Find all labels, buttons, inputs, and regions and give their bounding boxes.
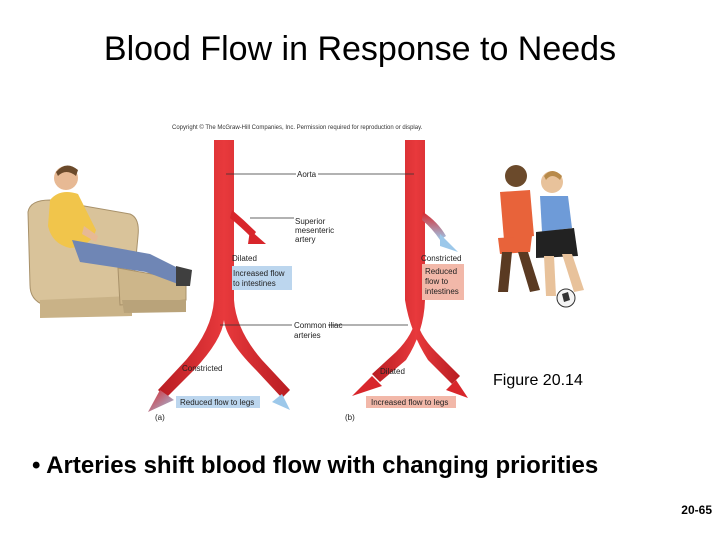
sma-label-line2: mesenteric	[295, 226, 334, 235]
sma-label-line3: artery	[295, 235, 315, 244]
constricted-label-b: Constricted	[421, 254, 461, 263]
reduced-flow-intestines-line2: flow to	[425, 277, 449, 286]
page-number: 20-65	[681, 503, 712, 517]
iliac-label-line2: arteries	[294, 331, 321, 340]
figure-reference: Figure 20.14	[493, 372, 583, 389]
reduced-flow-intestines-line3: intestines	[425, 287, 459, 296]
artery-diagram-b	[352, 140, 468, 398]
reduced-flow-legs-box	[176, 396, 260, 408]
aorta-label: Aorta	[297, 170, 317, 179]
leader-lines	[220, 173, 414, 326]
dilated-label-b: Dilated	[380, 367, 405, 376]
bullet-point: • Arteries shift blood flow with changin…	[32, 452, 599, 479]
increased-flow-intestines-line1: Increased flow	[233, 269, 285, 278]
reduced-flow-intestines-box	[422, 264, 464, 300]
iliac-label-line1: Common iliac	[294, 321, 342, 330]
dilated-label-a: Dilated	[232, 254, 257, 263]
constricted-label-a: Constricted	[182, 364, 222, 373]
sma-label-line1: Superior	[295, 217, 326, 226]
panel-a-label: (a)	[155, 413, 165, 422]
slide-title: Blood Flow in Response to Needs	[103, 30, 617, 68]
exercising-people-illustration	[498, 165, 584, 308]
increased-flow-legs-box	[366, 396, 456, 408]
resting-person-illustration	[27, 165, 192, 318]
increased-flow-legs-label: Increased flow to legs	[371, 398, 448, 407]
copyright-notice: Copyright © The McGraw-Hill Companies, I…	[172, 125, 423, 131]
artery-diagram-a	[148, 140, 290, 412]
increased-flow-intestines-line2: to intestines	[233, 279, 276, 288]
reduced-flow-intestines-line1: Reduced	[425, 267, 457, 276]
panel-b-label: (b)	[345, 413, 355, 422]
increased-flow-intestines-box	[232, 266, 292, 290]
reduced-flow-legs-label: Reduced flow to legs	[180, 398, 254, 407]
